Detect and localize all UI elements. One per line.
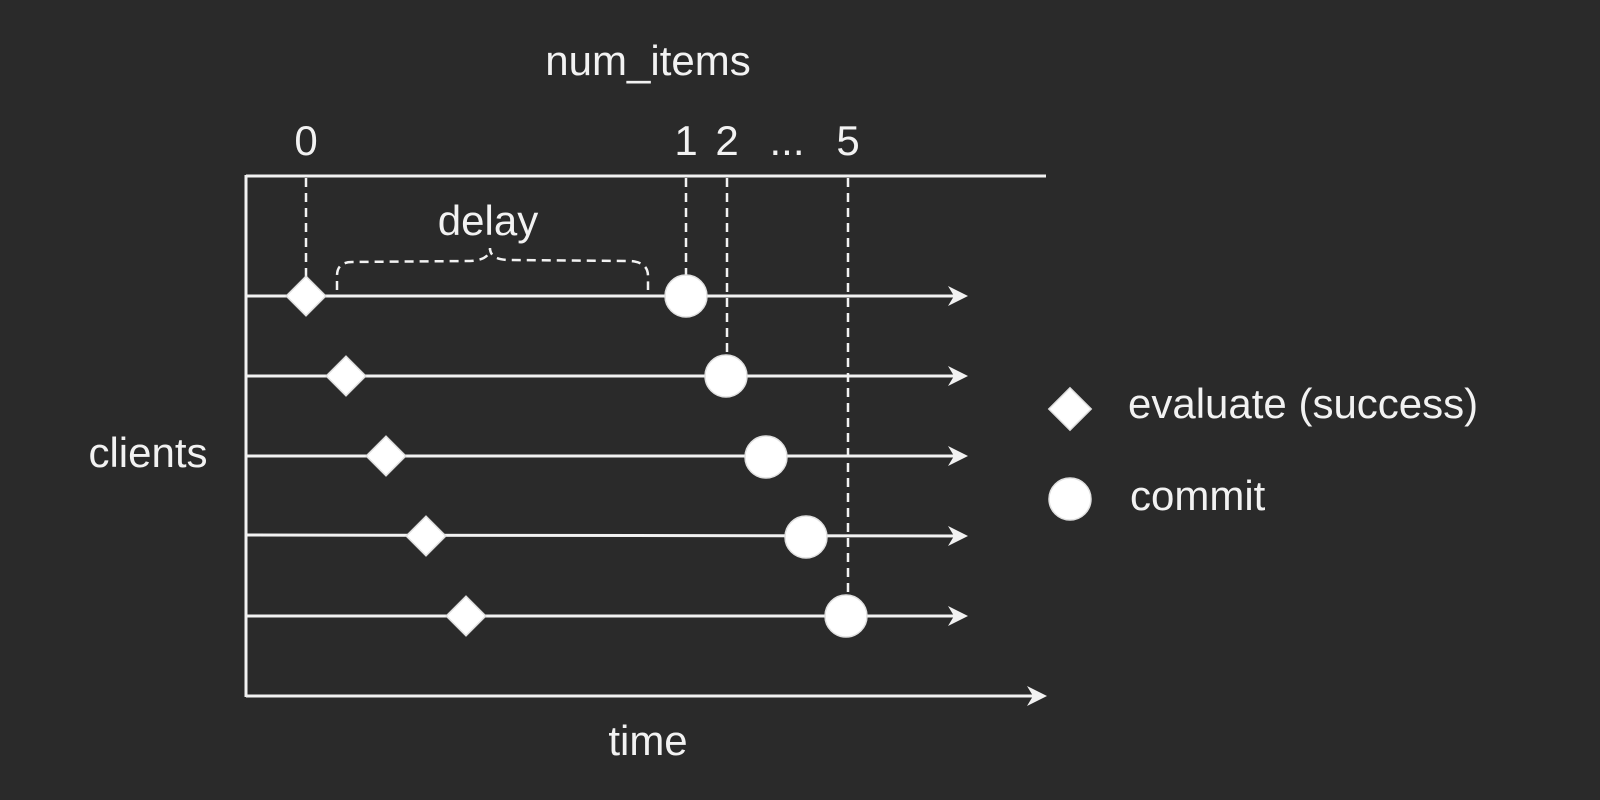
client-timeline-3 bbox=[246, 435, 968, 479]
legend-label-evaluate: evaluate (success) bbox=[1128, 380, 1478, 427]
evaluate-diamond bbox=[325, 355, 367, 397]
evaluate-diamond bbox=[365, 435, 407, 477]
legend-item-commit: commit bbox=[1048, 472, 1266, 521]
legend: evaluate (success) commit bbox=[1047, 380, 1478, 521]
clients-label: clients bbox=[88, 429, 207, 476]
commit-circle bbox=[664, 274, 708, 318]
tick-label-1: 1 bbox=[674, 117, 697, 164]
tick-label-0: 0 bbox=[294, 117, 317, 164]
delay-label: delay bbox=[438, 197, 538, 244]
legend-item-evaluate: evaluate (success) bbox=[1047, 380, 1478, 432]
num-items-label: num_items bbox=[545, 37, 750, 84]
diamond-icon bbox=[1047, 386, 1093, 432]
legend-label-commit: commit bbox=[1130, 472, 1266, 519]
evaluate-diamond bbox=[445, 595, 487, 637]
commit-circle bbox=[704, 354, 748, 398]
tick-label-5: 5 bbox=[836, 117, 859, 164]
client-timeline-2 bbox=[246, 354, 968, 398]
timeline-arrow bbox=[245, 525, 968, 546]
circle-icon bbox=[1048, 477, 1092, 521]
client-timeline-5 bbox=[246, 594, 968, 638]
client-timeline-1 bbox=[246, 274, 968, 318]
tick-label-2: 2 bbox=[715, 117, 738, 164]
delay-brace bbox=[335, 247, 650, 290]
commit-circle bbox=[744, 435, 788, 479]
evaluate-diamond bbox=[285, 275, 327, 317]
evaluate-diamond bbox=[405, 515, 447, 557]
commit-circle bbox=[824, 594, 868, 638]
client-timeline-4 bbox=[245, 515, 968, 559]
time-label: time bbox=[608, 717, 687, 764]
commit-circle bbox=[784, 515, 828, 559]
tick-label-ellipsis: ... bbox=[769, 117, 804, 164]
